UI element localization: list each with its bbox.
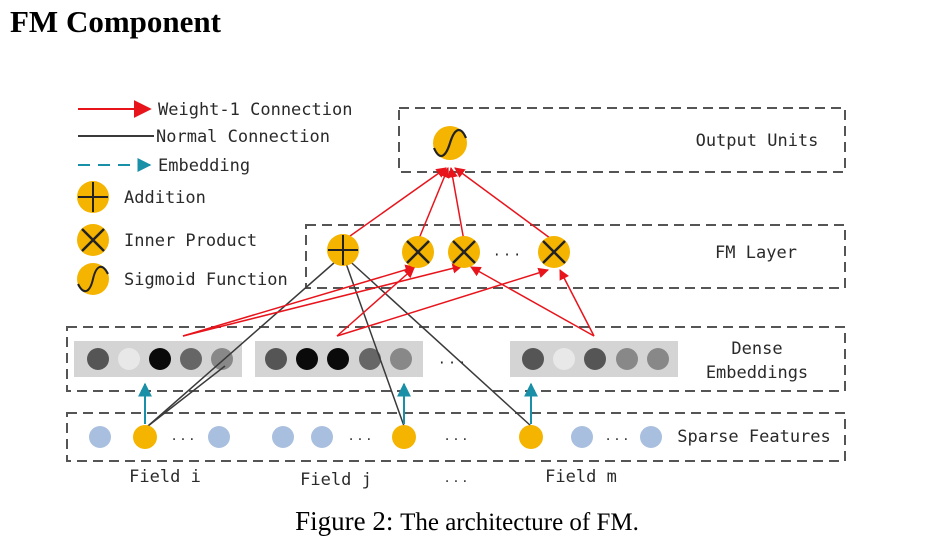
sparse-features-label: Sparse Features — [677, 427, 831, 447]
field-i-label: Field i — [129, 467, 201, 487]
legend-addition-label: Addition — [124, 188, 206, 208]
field-ellipsis: · · · — [445, 474, 467, 490]
figure-caption-label: Figure 2: — [295, 506, 394, 536]
legend-normal-label: Normal Connection — [156, 127, 330, 147]
figure-caption: Figure 2: The architecture of FM. — [0, 506, 934, 537]
legend-weight1-label: Weight-1 Connection — [158, 100, 352, 120]
dense-embedding-group-1 — [74, 341, 242, 377]
legend-inner-product-label: Inner Product — [124, 231, 257, 251]
fm-layer-label: FM Layer — [715, 243, 797, 263]
sparse-features-box — [66, 412, 846, 462]
dense-embeddings-label-2: Embeddings — [706, 363, 808, 383]
field-m-label: Field m — [545, 467, 617, 487]
legend-embedding-label: Embedding — [158, 156, 250, 176]
legend-inner-product-icon — [77, 224, 109, 256]
figure-caption-text: The architecture of FM. — [400, 509, 639, 536]
svg-text:· · ·: · · · — [172, 432, 194, 448]
legend: Weight-1 Connection Normal Connection Em… — [77, 100, 352, 295]
dense-embeddings-box — [66, 326, 846, 392]
dense-embedding-group-2 — [255, 341, 423, 377]
sparse-features-row: · · · · · · · · · · · · — [89, 425, 662, 449]
legend-sigmoid-label: Sigmoid Function — [124, 270, 288, 290]
weight1-connections — [182, 166, 595, 337]
svg-text:· · ·: · · · — [606, 432, 628, 448]
output-sigmoid-node — [432, 126, 468, 160]
section-heading: FM Component — [10, 4, 221, 39]
fm-inner-product-node-2 — [448, 236, 480, 268]
fm-inner-product-node-1 — [402, 236, 434, 268]
field-j-label: Field j — [300, 470, 372, 490]
normal-connections — [147, 254, 532, 427]
legend-addition-icon — [77, 181, 109, 213]
output-units-label: Output Units — [696, 131, 819, 151]
dense-ellipsis: · · · — [439, 353, 464, 372]
legend-sigmoid-icon — [77, 263, 109, 295]
svg-text:· · ·: · · · — [349, 432, 371, 448]
embedding-arrows — [138, 382, 538, 424]
fm-ellipsis: · · · — [494, 245, 519, 264]
fm-addition-node — [327, 234, 359, 266]
svg-text:· · ·: · · · — [445, 432, 467, 448]
dense-embedding-group-3 — [510, 341, 678, 377]
fm-inner-product-node-3 — [538, 236, 570, 268]
dense-embeddings-label-1: Dense — [731, 339, 782, 359]
fm-layer-box — [305, 224, 846, 289]
